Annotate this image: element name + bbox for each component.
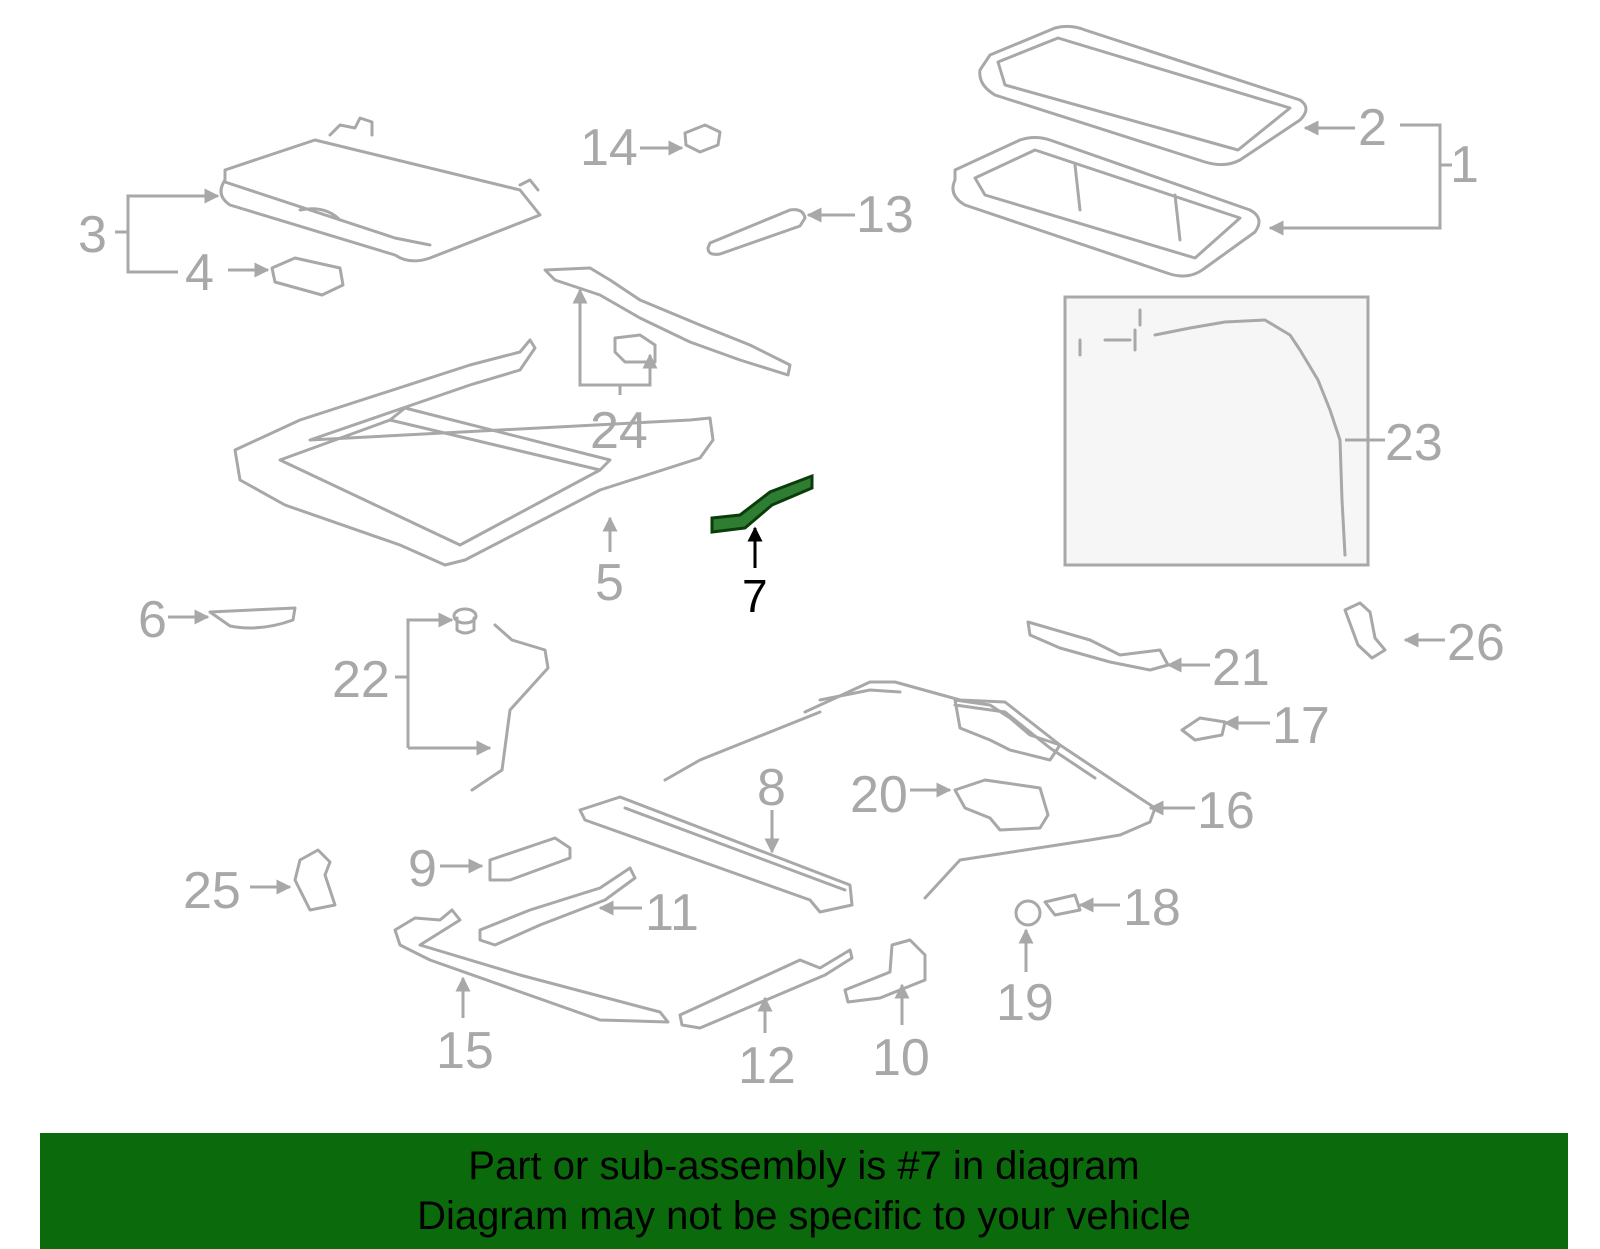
part-3-sunshade [219, 116, 542, 263]
part-4-pad [270, 256, 345, 297]
part-18-clip [1043, 893, 1082, 917]
part-24-bracket [543, 266, 792, 377]
part-5-frame [233, 338, 715, 567]
part-23-inset-box [1063, 295, 1370, 567]
callout-12: 12 [738, 1037, 796, 1095]
callout-10: 10 [872, 1029, 930, 1087]
callout-14: 14 [580, 119, 638, 177]
banner-line-1: Part or sub-assembly is #7 in diagram [468, 1144, 1140, 1188]
callout-19: 19 [996, 974, 1054, 1032]
callout-26: 26 [1447, 614, 1505, 672]
callout-16: 16 [1197, 782, 1255, 840]
part-7-drain-channel [710, 473, 814, 534]
callout-2: 2 [1358, 99, 1387, 157]
part-6-trim [208, 606, 297, 630]
callout-5: 5 [595, 554, 624, 612]
part-21-bracket [1026, 620, 1170, 672]
part-10-bracket [843, 938, 927, 1004]
part-8-crossbar [578, 795, 854, 914]
part-14-clip [683, 123, 722, 154]
part-26-connector [1343, 601, 1387, 660]
part-23-drain-kit [1078, 308, 1347, 557]
callout-13: 13 [856, 186, 914, 244]
callout-17: 17 [1272, 697, 1330, 755]
callout-20: 20 [850, 766, 908, 824]
callout-18: 18 [1123, 879, 1181, 937]
callout-9: 9 [408, 840, 437, 898]
part-25-connector [293, 848, 337, 912]
part-17-clip [1180, 716, 1227, 742]
leader-lines [115, 120, 1452, 1033]
callout-6: 6 [138, 591, 167, 649]
part-19-grommet [1014, 899, 1042, 927]
callout-21: 21 [1212, 639, 1270, 697]
callout-11: 11 [645, 884, 699, 942]
callout-1: 1 [1450, 136, 1479, 194]
info-banner: Part or sub-assembly is #7 in diagram Di… [40, 1133, 1568, 1249]
callout-8: 8 [757, 759, 786, 817]
part-22-drain-hose [452, 607, 550, 792]
part-9-guide [488, 836, 572, 882]
part-16-track [663, 680, 1157, 900]
part-1-glass [951, 136, 1261, 278]
banner-line-2: Diagram may not be specific to your vehi… [417, 1194, 1191, 1238]
callout-7: 7 [742, 570, 768, 622]
part-13-pad [706, 208, 807, 256]
callout-labels: 1 2 3 4 5 6 8 9 10 11 12 13 14 15 16 17 … [78, 99, 1505, 1095]
callout-23: 23 [1385, 414, 1443, 472]
part-11-guide [478, 866, 637, 947]
callout-4: 4 [185, 244, 214, 302]
callout-3: 3 [78, 206, 107, 264]
part-15-frame-rail [393, 908, 670, 1024]
callout-24: 24 [590, 402, 648, 460]
parts-diagram: 1 2 3 4 5 6 8 9 10 11 12 13 14 15 16 17 … [78, 24, 1505, 1095]
part-12-guide [678, 948, 854, 1030]
callout-15: 15 [436, 1022, 494, 1080]
callout-22: 22 [332, 651, 390, 709]
part-2-seal [978, 24, 1308, 167]
part-20-motor [953, 778, 1050, 832]
callout-25: 25 [183, 862, 241, 920]
